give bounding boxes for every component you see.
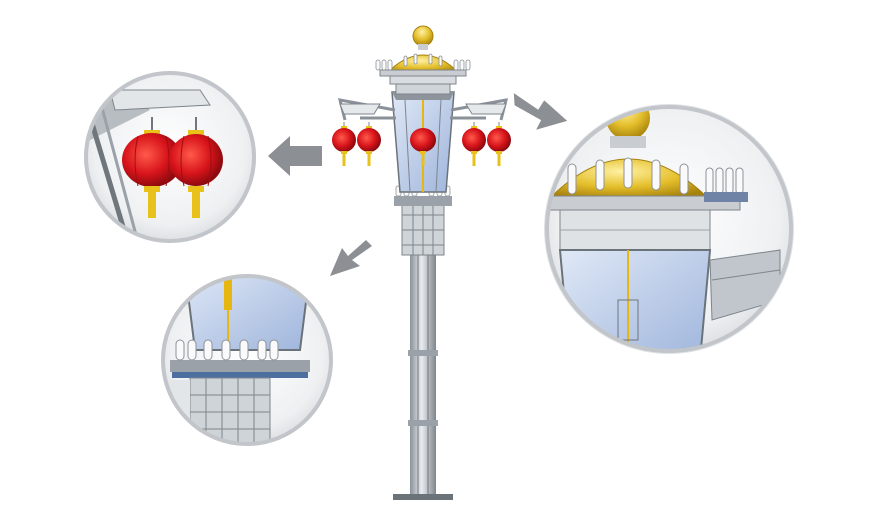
pole-base-plate [393,494,453,500]
callout-base-ring [161,274,333,446]
arrow-to-lanterns [268,136,322,176]
lamp-pole [393,204,453,500]
callout-lanterns [84,71,256,243]
top-crown [375,25,471,85]
main-red-lanterns [332,122,511,166]
arrow-to-base-ring [330,240,372,276]
callout-top-crown [544,104,794,354]
callout-arrows [268,93,568,276]
arrow-to-crown [513,93,568,130]
